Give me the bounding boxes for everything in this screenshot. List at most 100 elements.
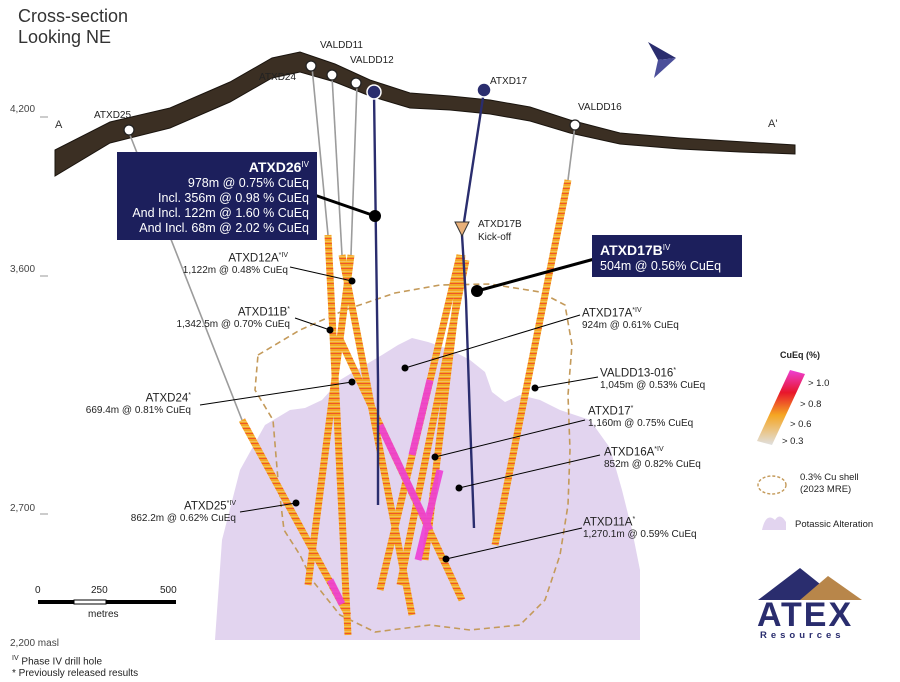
- scale-tick-250: 250: [91, 585, 108, 596]
- atxd26-callout: ATXD26IV 978m @ 0.75% CuEq Incl. 356m @ …: [117, 152, 317, 240]
- atxd25-sup: *IV: [226, 500, 236, 507]
- atxd17-leader: [434, 419, 586, 458]
- atxd26-callout-hole: ATXD26: [248, 159, 302, 176]
- elevation-label-2700: 2,700: [10, 503, 36, 514]
- atxd17a-sup: *IV: [632, 307, 642, 314]
- atxd25-dot: [292, 499, 300, 507]
- intercept-label-valdd13: VALDD13-016* 1,045m @ 0.53% CuEq: [600, 365, 705, 392]
- collar-valdd12[interactable]: [350, 77, 362, 89]
- atxd11b-name: ATXD11B: [237, 306, 288, 319]
- legend-shell-note: (2023 MRE): [800, 484, 852, 495]
- atxd12a-graded-trace: [304, 254, 355, 586]
- atxd11b-sup: *: [287, 306, 290, 313]
- atxd17b-callout-hole: ATXD17B: [600, 242, 663, 259]
- atxd11b-dot: [326, 326, 334, 334]
- scale-tick-500: 500: [160, 585, 177, 596]
- atxd17b-callout-line: 504m @ 0.56% CuEq: [600, 259, 722, 274]
- atxd16a-dot: [455, 484, 463, 492]
- high-grade-segments: [326, 379, 444, 606]
- atxd25-result: 862.2m @ 0.62% CuEq: [130, 513, 236, 525]
- surface-topography: [54, 51, 796, 177]
- collar-atxd25[interactable]: [123, 124, 135, 136]
- atxd24-sup: *: [188, 392, 191, 399]
- atxd26-leader-dot: [369, 210, 381, 222]
- collar-atxd17[interactable]: [476, 82, 492, 98]
- scale-bar-segment-1: [38, 600, 74, 604]
- kickoff-hole-label: ATXD17B: [478, 219, 522, 230]
- legend-title: CuEq (%): [780, 350, 820, 360]
- legend-grade-2: > 0.8: [800, 399, 822, 410]
- atxd16a-high-grade: [414, 469, 444, 561]
- cu-shell-outline: [254, 283, 573, 633]
- atxd17b-trace: [460, 234, 476, 529]
- title-line-2: Looking NE: [18, 27, 112, 47]
- intercept-label-atxd24: ATXD24* 669.4m @ 0.81% CuEq: [86, 390, 191, 417]
- elevation-label-4200: 4,200: [10, 104, 36, 115]
- kickoff-text: Kick-off: [478, 232, 511, 243]
- collar-valdd16[interactable]: [569, 119, 581, 131]
- collar-atxd26[interactable]: [366, 84, 382, 100]
- collar-label-atxd25: ATXD25: [94, 110, 131, 121]
- valdd13-result: 1,045m @ 0.53% CuEq: [600, 380, 706, 392]
- atex-logo-sub: Resources: [760, 630, 845, 641]
- atxd16a-leader: [458, 454, 601, 489]
- intercept-leaders: [199, 266, 601, 560]
- alteration-legend-swatch: [762, 516, 786, 530]
- atxd24-upper-trace: [311, 66, 329, 236]
- intercept-label-atxd25: ATXD25*IV 862.2m @ 0.62% CuEq: [131, 498, 236, 525]
- collar-valdd11[interactable]: [326, 69, 338, 81]
- atxd17-name: ATXD17: [588, 405, 631, 418]
- atxd26-callout-line-4: And Incl. 68m @ 2.02 % CuEq: [139, 221, 309, 236]
- cueq-legend-bar: [757, 370, 805, 445]
- atxd17a-leader: [404, 314, 581, 369]
- legend-shell-label: 0.3% Cu shell: [800, 472, 859, 483]
- valdd13-sup: *: [673, 367, 677, 374]
- valdd11-upper-trace: [331, 75, 343, 256]
- atxd16a-graded-trace: [396, 259, 470, 586]
- footnote-phase4: IV Phase IV drill hole: [12, 655, 102, 667]
- footnote-phase4-mark: IV: [12, 655, 19, 662]
- atxd26-callout-line-1: 978m @ 0.75% CuEq: [187, 176, 309, 191]
- atxd17-navy-trace: [460, 90, 486, 236]
- collar-label-atxd17: ATXD17: [490, 76, 527, 87]
- intercept-label-atxd17a: ATXD17A*IV 924m @ 0.61% CuEq: [582, 305, 679, 332]
- atxd24-graded-trace: [324, 234, 352, 636]
- atxd11a-result: 1,270.1m @ 0.59% CuEq: [583, 529, 697, 541]
- atxd17a-dot: [401, 364, 409, 372]
- section-marker-right: A': [768, 118, 777, 130]
- atxd24-result: 669.4m @ 0.81% CuEq: [85, 405, 191, 417]
- legend-alteration-label: Potassic Alteration: [795, 519, 874, 530]
- valdd13-name: VALDD13-016: [600, 367, 674, 380]
- valdd16-upper-trace: [567, 124, 576, 181]
- atxd12a-dot: [348, 277, 356, 285]
- valdd13-dot: [531, 384, 539, 392]
- legend-grade-4: > 0.3: [782, 436, 804, 447]
- atxd17b-leader-dot: [471, 285, 483, 297]
- legend-grade-3: > 0.6: [790, 419, 812, 430]
- scale-bar-segment-3: [106, 600, 176, 604]
- legend-graphics: [757, 370, 805, 530]
- atxd17-dot: [431, 453, 439, 461]
- atxd26-callout-sup: IV: [301, 160, 309, 169]
- atxd17b-leader: [476, 256, 599, 293]
- scale-bar-segment-2: [73, 599, 107, 605]
- section-marker-left: A: [55, 119, 63, 131]
- atxd17a-name: ATXD17A: [582, 307, 633, 320]
- atxd24-leader: [199, 381, 353, 406]
- north-arrow-icon: [648, 42, 676, 78]
- footnote-phase4-text: Phase IV drill hole: [21, 656, 103, 668]
- intercept-label-atxd11b: ATXD11B* 1,342.5m @ 0.70% CuEq: [176, 304, 290, 331]
- figure-title: Cross-section Looking NE: [18, 6, 128, 48]
- kickoff-marker: [454, 221, 470, 238]
- collar-atxd24[interactable]: [305, 60, 317, 72]
- intercept-label-atxd16a: ATXD16A*IV 852m @ 0.82% CuEq: [604, 444, 701, 471]
- atxd12a-leader: [289, 266, 353, 282]
- elevation-label-base: 2,200 masl: [10, 638, 59, 649]
- valdd13-leader: [534, 376, 599, 389]
- atxd17a-result: 924m @ 0.61% CuEq: [582, 320, 679, 332]
- atxd17b-callout: ATXD17BIV 504m @ 0.56% CuEq: [592, 235, 742, 277]
- collars: [123, 60, 581, 136]
- atxd17-sup: *: [630, 405, 634, 412]
- phase4-navy-holes: [372, 90, 486, 529]
